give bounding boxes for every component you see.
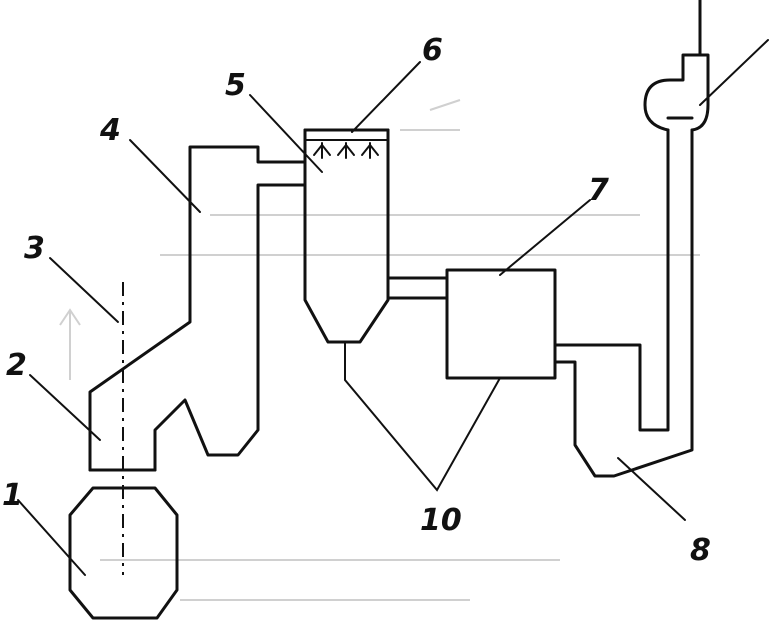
component-labels: 1 2 3 4 5 6 7 8 10: [2, 33, 711, 568]
vessel-1: [68, 486, 179, 620]
label-4: 4: [99, 113, 121, 148]
spray-unit-6: [303, 128, 390, 159]
leader-lines: [17, 39, 769, 576]
column-4-inner: [153, 183, 307, 472]
duct-7-8: [553, 128, 694, 478]
label-8: 8: [690, 533, 711, 568]
label-5: 5: [225, 68, 246, 103]
label-6: 6: [422, 33, 443, 68]
label-1: 1: [2, 478, 23, 513]
label-7: 7: [588, 173, 609, 208]
column-4: [88, 145, 307, 472]
discharge-lines-10: [344, 341, 501, 492]
fan-unit: [643, 0, 710, 132]
label-10: 10: [420, 503, 462, 538]
filter-box-7: [445, 268, 557, 380]
separator-5: [303, 128, 390, 344]
label-2: 2: [6, 348, 27, 383]
duct-5-7: [386, 276, 449, 300]
label-3: 3: [24, 231, 45, 266]
